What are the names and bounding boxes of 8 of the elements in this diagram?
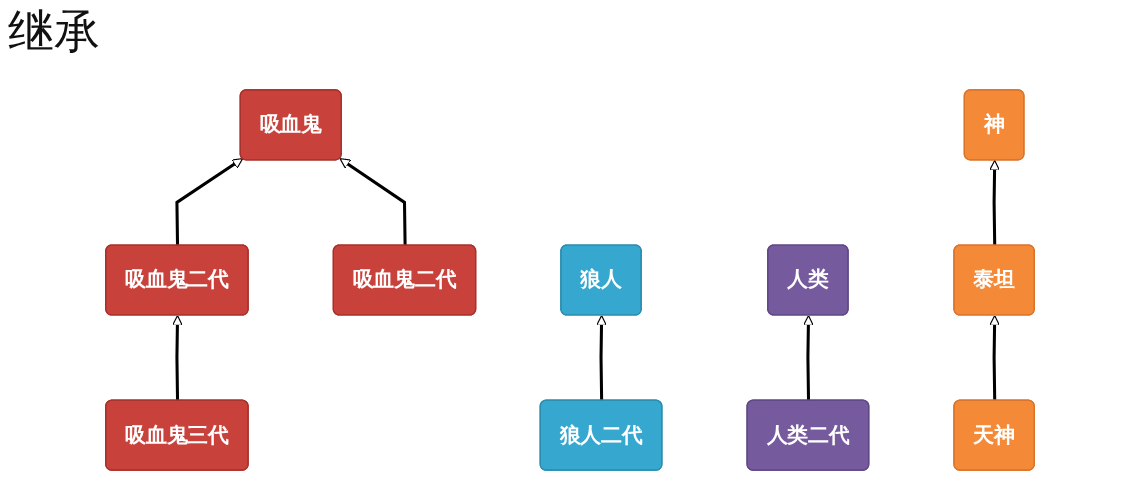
diagram-title: 继承 <box>8 4 100 60</box>
arrow <box>175 158 244 246</box>
arrow <box>171 315 183 401</box>
arrow <box>339 158 407 246</box>
arrow <box>989 315 1000 401</box>
arrow <box>596 315 607 401</box>
arrow <box>989 159 1000 246</box>
arrow <box>802 315 814 401</box>
